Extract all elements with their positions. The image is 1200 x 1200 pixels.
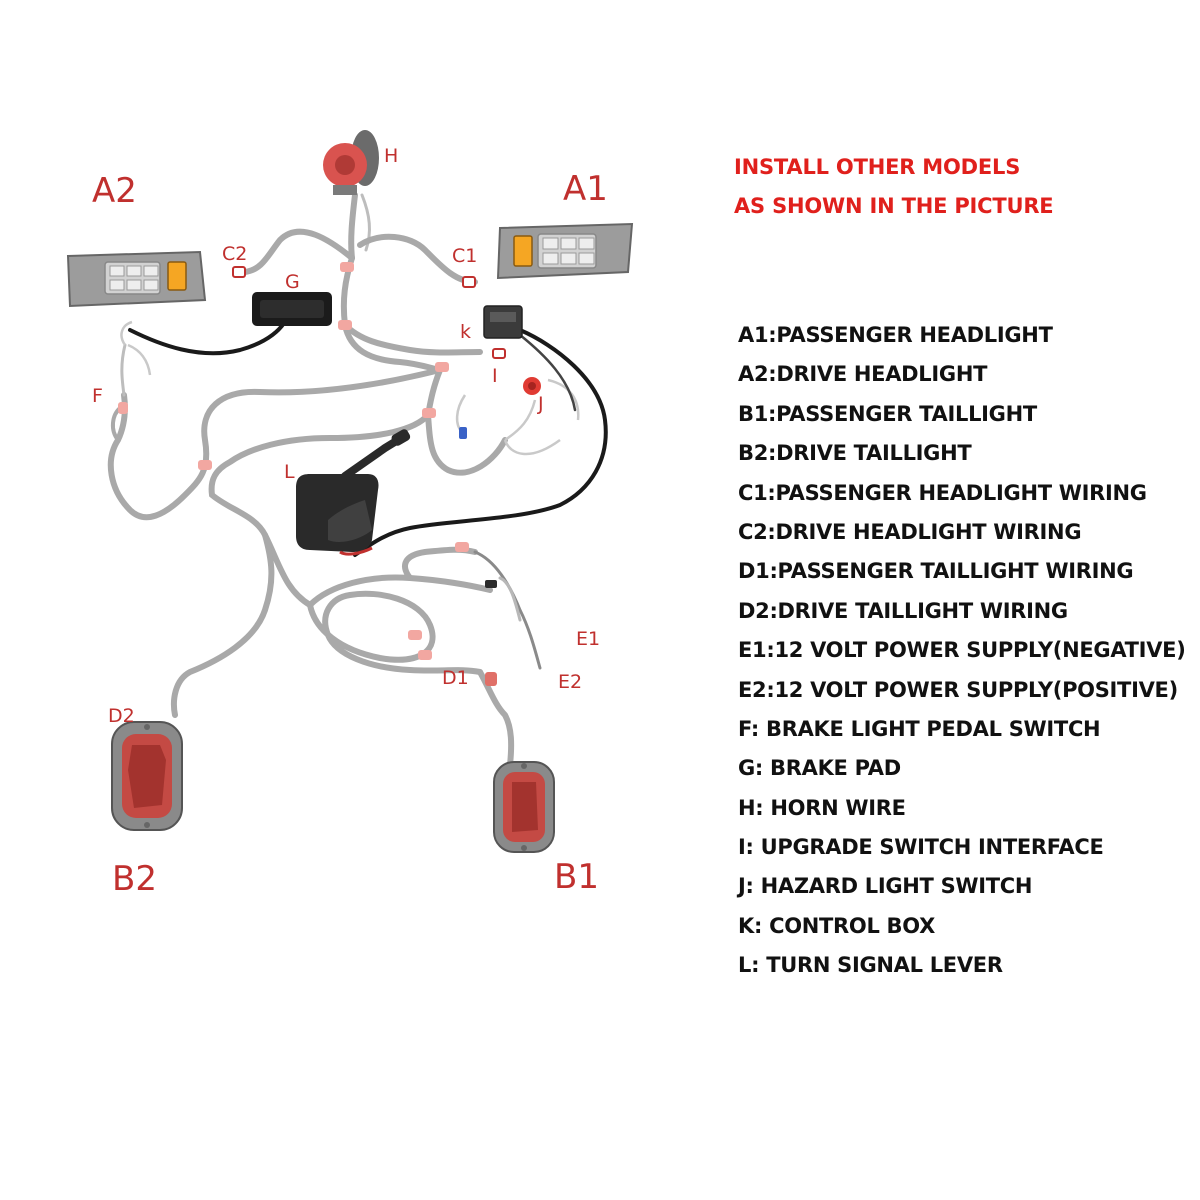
label-c1: C1 xyxy=(452,245,477,267)
wiring-diagram: A2 A1 B2 B1 C2 C1 D2 D1 E1 E2 F G H I J … xyxy=(66,130,634,899)
legend-item: C2:DRIVE HEADLIGHT WIRING xyxy=(738,519,1082,544)
taillight-b1-icon xyxy=(493,761,555,853)
headlight-a2-icon xyxy=(66,250,207,308)
legend-item: H: HORN WIRE xyxy=(738,795,906,820)
label-f: F xyxy=(92,385,103,407)
legend-item: C1:PASSENGER HEADLIGHT WIRING xyxy=(738,480,1147,505)
label-k: k xyxy=(460,321,471,343)
legend-item: B2:DRIVE TAILLIGHT xyxy=(738,441,972,466)
label-e2: E2 xyxy=(558,671,582,693)
connectors xyxy=(118,262,506,686)
hazard-switch-icon xyxy=(523,377,541,395)
label-i: I xyxy=(492,365,498,387)
legend-item: J: HAZARD LIGHT SWITCH xyxy=(738,874,1033,899)
legend-item: K: CONTROL BOX xyxy=(738,913,935,938)
legend-item: E2:12 VOLT POWER SUPPLY(POSITIVE) xyxy=(738,677,1178,702)
legend-list: A1:PASSENGER HEADLIGHT A2:DRIVE HEADLIGH… xyxy=(738,316,1186,986)
legend-item: B1:PASSENGER TAILLIGHT xyxy=(738,401,1037,426)
legend-item: D2:DRIVE TAILLIGHT WIRING xyxy=(738,598,1068,623)
thin-wires xyxy=(120,320,580,456)
legend-item: A2:DRIVE HEADLIGHT xyxy=(738,362,988,387)
headlight-a1-icon xyxy=(496,222,634,280)
install-notice: INSTALL OTHER MODELS AS SHOWN IN THE PIC… xyxy=(734,148,1054,226)
black-wires xyxy=(128,308,608,557)
label-d1: D1 xyxy=(442,667,469,689)
label-h: H xyxy=(384,145,398,167)
label-a2: A2 xyxy=(92,171,137,211)
legend-item: G: BRAKE PAD xyxy=(738,756,901,781)
label-l: L xyxy=(284,461,295,483)
label-e1: E1 xyxy=(576,628,600,650)
gray-harness xyxy=(107,192,542,768)
install-notice-line-2: AS SHOWN IN THE PICTURE xyxy=(734,194,1054,218)
horn-icon xyxy=(323,130,379,195)
install-notice-line-1: INSTALL OTHER MODELS xyxy=(734,155,1021,179)
label-b1: B1 xyxy=(554,857,599,897)
label-c2: C2 xyxy=(222,243,247,265)
taillight-b2-icon xyxy=(111,721,183,831)
legend-item: I: UPGRADE SWITCH INTERFACE xyxy=(738,835,1104,860)
turn-signal-lever-icon xyxy=(296,429,411,556)
legend-item: A1:PASSENGER HEADLIGHT xyxy=(738,323,1053,347)
legend-item: E1:12 VOLT POWER SUPPLY(NEGATIVE) xyxy=(738,638,1186,663)
legend-item: L: TURN SIGNAL LEVER xyxy=(738,953,1003,978)
label-b2: B2 xyxy=(112,859,157,899)
legend-item: F: BRAKE LIGHT PEDAL SWITCH xyxy=(738,716,1101,741)
label-j: J xyxy=(537,393,544,415)
label-a1: A1 xyxy=(563,169,608,209)
brake-pad-icon xyxy=(252,292,332,326)
label-d2: D2 xyxy=(108,705,135,727)
label-g: G xyxy=(285,271,300,293)
control-box-icon xyxy=(483,305,523,339)
legend-item: D1:PASSENGER TAILLIGHT WIRING xyxy=(738,559,1134,584)
